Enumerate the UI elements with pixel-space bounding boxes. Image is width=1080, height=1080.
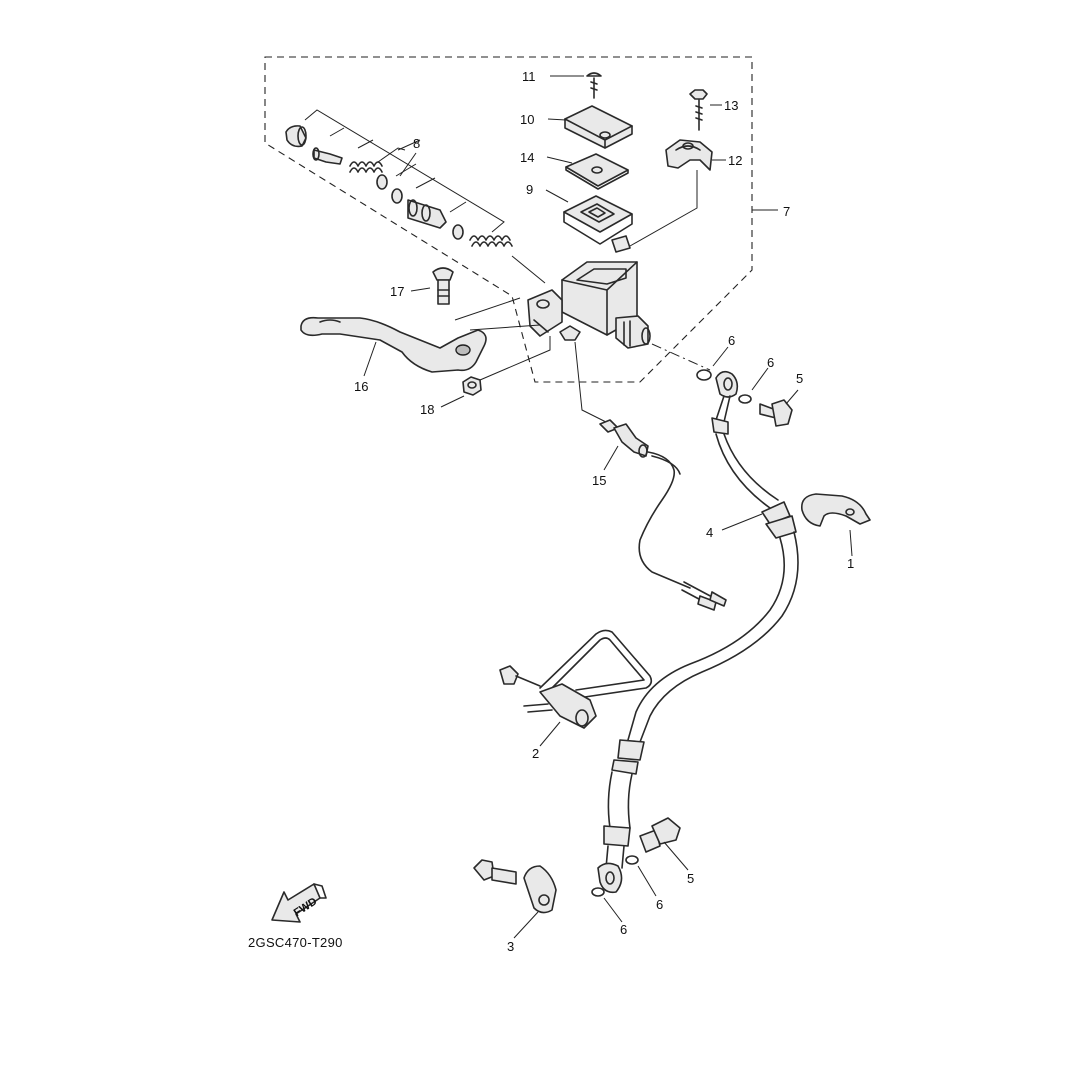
callout-8: 8 bbox=[413, 136, 420, 151]
callout-5-upper: 5 bbox=[796, 371, 803, 386]
callout-2: 2 bbox=[532, 746, 539, 761]
part-6-washer-d bbox=[625, 855, 639, 865]
assembly-boundary bbox=[264, 56, 753, 383]
callout-10: 10 bbox=[520, 112, 534, 127]
part-5-union-bolt-upper bbox=[759, 399, 793, 427]
part-18-nut bbox=[462, 376, 482, 396]
callout-6-upper-b: 6 bbox=[767, 355, 774, 370]
callout-18: 18 bbox=[420, 402, 434, 417]
callout-13: 13 bbox=[724, 98, 738, 113]
part-4-brake-hose bbox=[597, 395, 799, 894]
callout-leaders bbox=[363, 75, 853, 939]
callout-15: 15 bbox=[592, 473, 606, 488]
part-14-plate bbox=[565, 153, 629, 190]
part-10-reservoir-cap bbox=[564, 105, 633, 149]
callout-6-lower-b: 6 bbox=[620, 922, 627, 937]
part-6-washer-a bbox=[696, 369, 712, 381]
part-12-holder bbox=[665, 139, 713, 171]
master-cylinder-body bbox=[527, 235, 651, 349]
part-5-union-bolt-lower bbox=[639, 817, 681, 853]
callout-11: 11 bbox=[522, 69, 536, 84]
banjo-axis-upper bbox=[651, 343, 711, 371]
callout-16: 16 bbox=[354, 379, 368, 394]
callout-4: 4 bbox=[706, 525, 713, 540]
callout-17: 17 bbox=[390, 284, 404, 299]
part-11-screw bbox=[586, 72, 602, 99]
part-3-hose-holder bbox=[473, 859, 557, 914]
part-2-hose-guide bbox=[499, 629, 653, 729]
lever-leader bbox=[469, 324, 541, 331]
part-1-clamp bbox=[800, 493, 871, 527]
pivot-leader bbox=[454, 297, 521, 321]
callout-6-lower-a: 6 bbox=[656, 897, 663, 912]
diagram-code: 2GSC470-T290 bbox=[248, 935, 343, 950]
callout-6-upper-a: 6 bbox=[728, 333, 735, 348]
part-6-washer-b bbox=[738, 394, 752, 404]
part-13-bolt bbox=[689, 89, 708, 131]
callout-3: 3 bbox=[507, 939, 514, 954]
part-17-pivot-bolt bbox=[432, 267, 454, 305]
switch-leader bbox=[574, 341, 607, 423]
part-9-diaphragm bbox=[563, 195, 633, 245]
part-15-brake-switch bbox=[599, 419, 727, 611]
part-16-brake-lever bbox=[300, 316, 487, 373]
callout-1: 1 bbox=[847, 556, 854, 571]
callout-9: 9 bbox=[526, 182, 533, 197]
callout-14: 14 bbox=[520, 150, 534, 165]
nut-leader bbox=[479, 336, 551, 381]
callout-12: 12 bbox=[728, 153, 742, 168]
part-8-piston-kit bbox=[285, 109, 546, 284]
part-6-washer-c bbox=[591, 887, 605, 897]
holder-leader bbox=[629, 170, 698, 247]
brake-hose-banjo-upper bbox=[715, 370, 739, 398]
fwd-arrow-icon: FWD bbox=[271, 883, 327, 923]
callout-5-lower: 5 bbox=[687, 871, 694, 886]
callout-7: 7 bbox=[783, 204, 790, 219]
